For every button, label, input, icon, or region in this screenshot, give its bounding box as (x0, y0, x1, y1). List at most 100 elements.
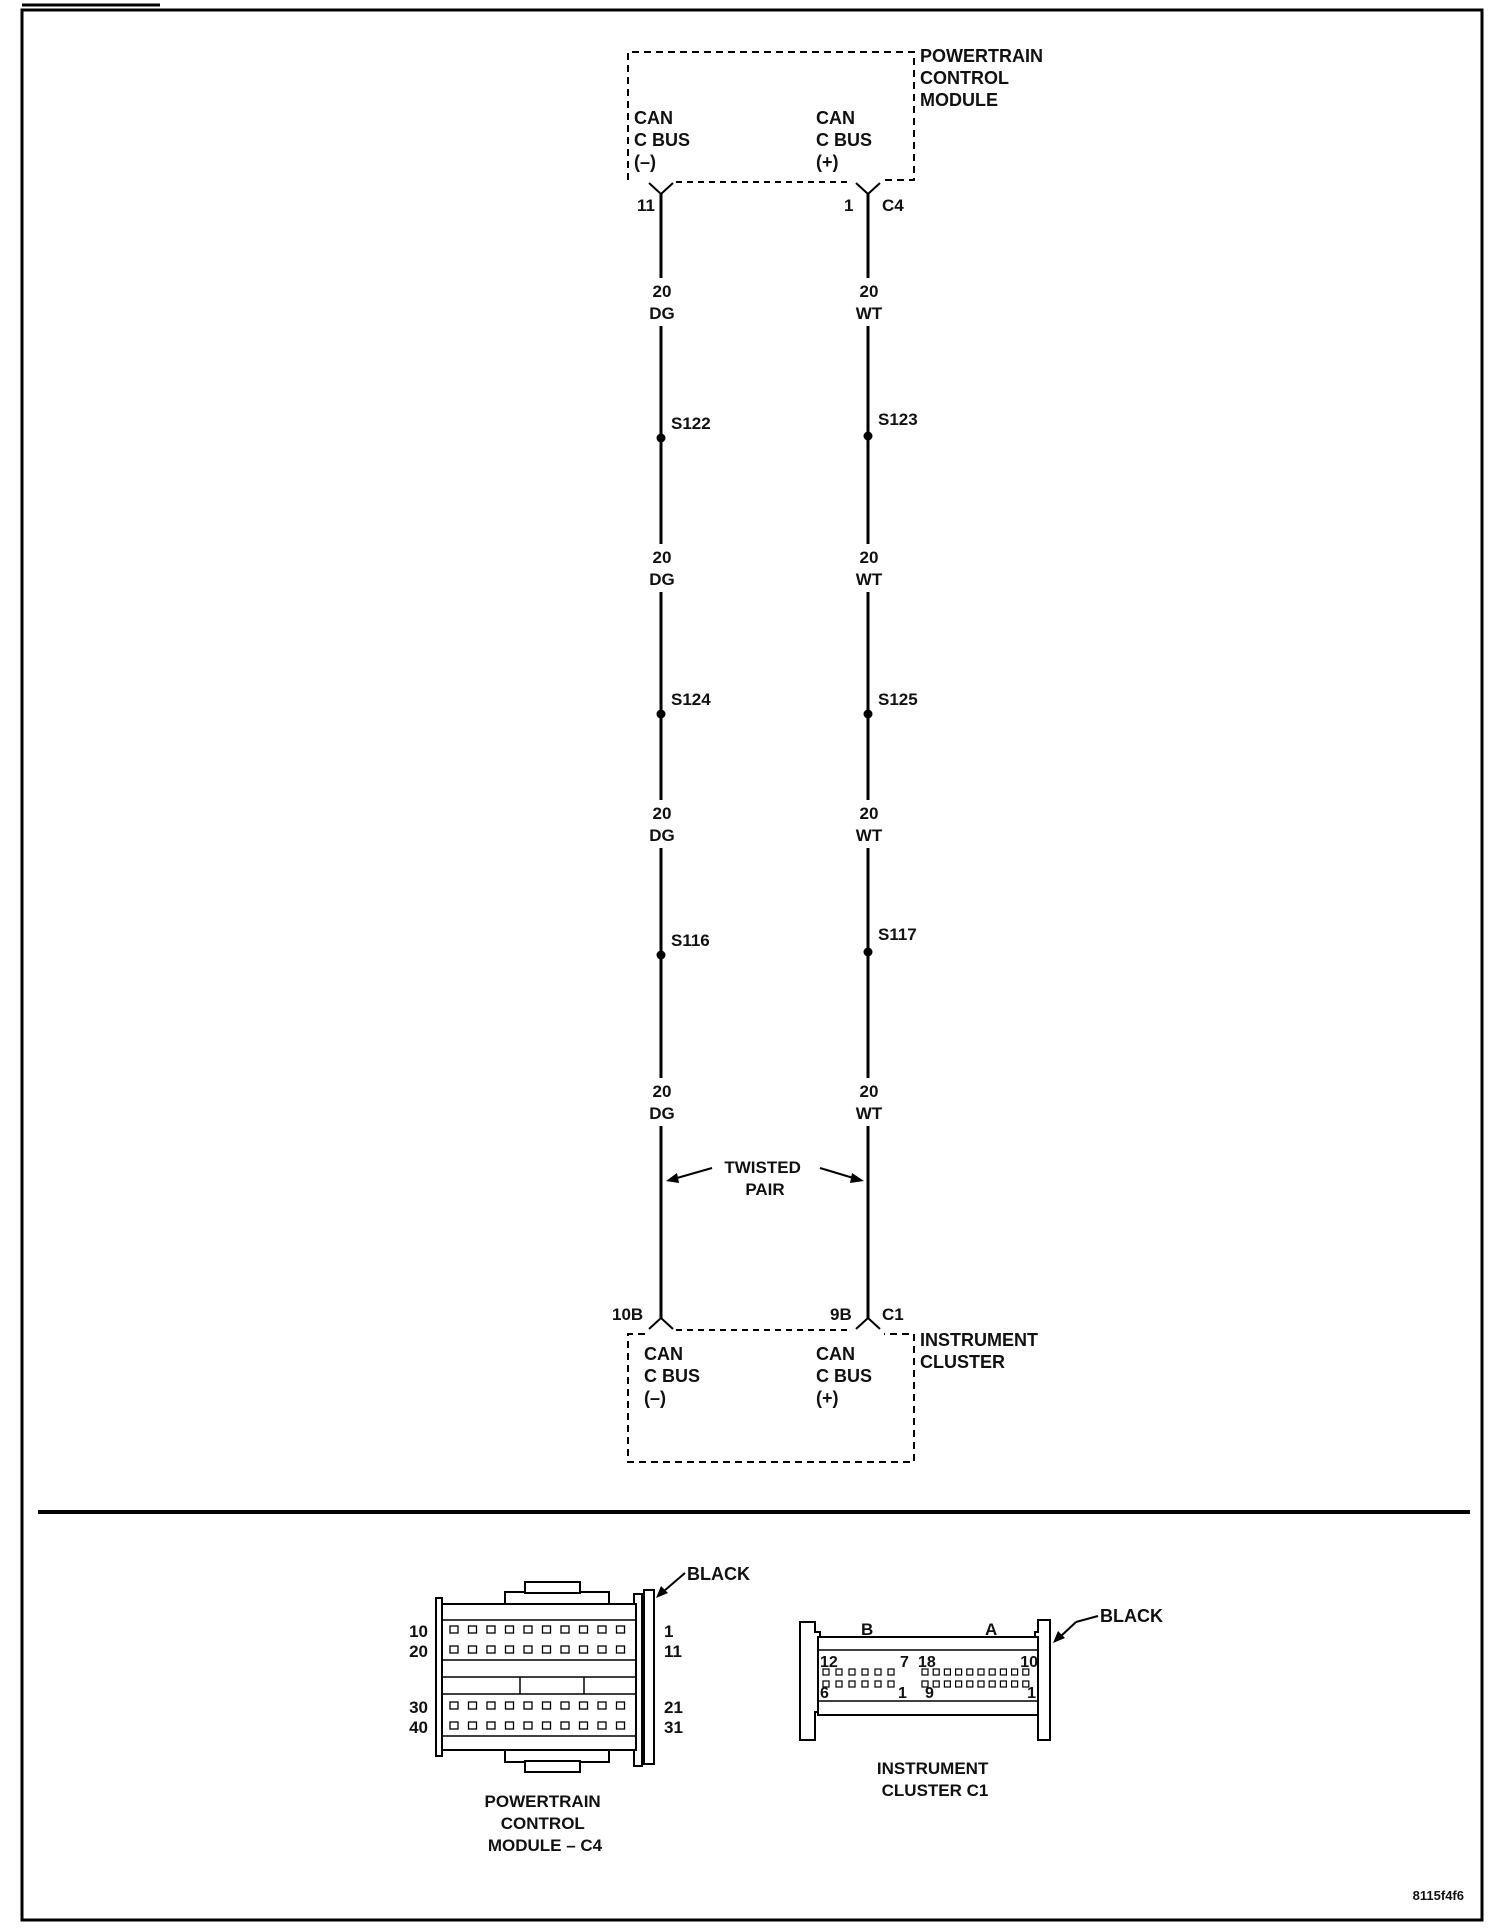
connector-pin (1010, 1680, 1019, 1688)
pcm-module: POWERTRAIN CONTROL MODULE CAN C BUS (–) … (627, 46, 1043, 215)
splice-label: S124 (671, 690, 711, 709)
pcm-terminal-minus (648, 182, 674, 196)
cluster-connector-color: BLACK (1100, 1606, 1163, 1626)
connector-pin (999, 1680, 1008, 1688)
connector-pin (874, 1668, 882, 1676)
connector-pin (977, 1668, 985, 1676)
cluster-pin-label: 1 (1027, 1685, 1036, 1702)
connector-pin (541, 1721, 552, 1730)
arrowhead-right (850, 1173, 864, 1183)
connector-pin (467, 1721, 478, 1730)
connector-pin (486, 1701, 496, 1710)
cluster-can-minus-label: CAN C BUS (–) (644, 1344, 705, 1408)
connector-pin (597, 1625, 607, 1634)
connector-pin (578, 1701, 589, 1710)
connector-pin (504, 1701, 515, 1710)
connector-pin (597, 1701, 607, 1710)
connector-pin (486, 1645, 496, 1654)
wire-gauge: 20 (653, 1082, 672, 1101)
pcm-row-labels-left: 10 20 30 40 (409, 1622, 428, 1737)
connector-pin (966, 1668, 974, 1676)
connector-pin (578, 1625, 589, 1634)
wire-color: DG (649, 570, 675, 589)
pcm-color-callout-line (663, 1572, 686, 1592)
connector-pin (523, 1645, 533, 1654)
cluster-pin-label: 12 (820, 1654, 838, 1671)
connector-pin (1022, 1680, 1030, 1688)
connector-pin (615, 1701, 626, 1710)
cluster-pin-plus: 9B (830, 1305, 852, 1324)
splices: S122 S124 S116 S123 S125 S117 (656, 410, 918, 960)
connector-pin (467, 1645, 478, 1654)
pcm-c4-connector-view: 10 20 30 40 1 11 21 31 BLACK POWERTRAIN … (409, 1564, 750, 1855)
wire-gauge: 20 (860, 282, 879, 301)
connector-pin (954, 1680, 963, 1688)
splice-label: S125 (878, 690, 918, 709)
connector-pin (597, 1645, 607, 1654)
connector-pin (835, 1680, 843, 1688)
svg-text:10: 10 (409, 1622, 428, 1641)
wire-label-breaks (646, 278, 885, 1126)
connector-pin (467, 1701, 478, 1710)
connector-pin (467, 1625, 478, 1634)
connector-pin (541, 1701, 552, 1710)
cluster-section-b: B (861, 1620, 873, 1639)
connector-pin (541, 1645, 552, 1654)
cluster-pin-label: 6 (820, 1685, 829, 1702)
connector-pin (449, 1625, 459, 1634)
wire-color: WT (856, 570, 883, 589)
connector-pin (861, 1668, 869, 1676)
page-frame (20, 8, 1484, 1922)
connector-pin (615, 1625, 626, 1634)
connector-pin (848, 1680, 856, 1688)
connector-pin (449, 1645, 459, 1654)
pcm-callout-arrowhead (656, 1586, 668, 1598)
connector-pin (449, 1701, 459, 1710)
svg-text:30: 30 (409, 1698, 428, 1717)
wire-color: WT (856, 1104, 883, 1123)
connector-pin (835, 1668, 843, 1676)
instrument-cluster: 10B 9B C1 INSTRUMENT CLUSTER CAN C BUS (… (612, 1305, 1038, 1463)
wire-gauge: 20 (860, 548, 879, 567)
connector-pin (541, 1625, 552, 1634)
figure-id: 8115f4f6 (1413, 1888, 1464, 1903)
pcm-pin-plus: 1 (844, 196, 853, 215)
cluster-pin-label: 10 (1020, 1654, 1038, 1671)
cluster-connector-body (817, 1636, 1039, 1716)
arrowhead-left (666, 1173, 679, 1183)
svg-text:11: 11 (664, 1642, 682, 1661)
twisted-pair-annotation: TWISTED PAIR (666, 1158, 864, 1199)
wire-labels-wt: 20 WT 20 WT 20 WT 20 WT (856, 282, 883, 1123)
cluster-pin-label: 9 (925, 1685, 934, 1702)
pcm-module-box (627, 51, 915, 181)
wire-labels-dg: 20 DG 20 DG 20 DG 20 DG (649, 282, 675, 1123)
splice-dot (656, 709, 666, 719)
connector-pin (615, 1645, 626, 1654)
connector-pin (560, 1645, 570, 1654)
cluster-pin-label: 1 (898, 1685, 907, 1702)
cluster-callout-arrowhead (1053, 1631, 1065, 1643)
wire-gauge: 20 (860, 804, 879, 823)
wire-color: WT (856, 304, 883, 323)
connector-pin (615, 1721, 626, 1730)
cluster-connector-id: C1 (882, 1305, 904, 1324)
splice-dot (656, 433, 666, 443)
connector-pin (560, 1625, 570, 1634)
connector-pin (932, 1668, 940, 1676)
connector-pin (578, 1721, 589, 1730)
connector-pin (486, 1625, 496, 1634)
connector-pin (921, 1668, 929, 1676)
connector-pin (523, 1701, 533, 1710)
connector-pin (597, 1721, 607, 1730)
pcm-can-minus-label: CAN C BUS (–) (634, 108, 695, 172)
connector-pin (848, 1668, 856, 1676)
connector-pin (449, 1721, 459, 1730)
connector-pin (1010, 1668, 1019, 1676)
cluster-connector-pins (822, 1668, 1030, 1688)
cluster-pin-minus: 10B (612, 1305, 643, 1324)
wire-gauge: 20 (653, 548, 672, 567)
splice-dot (863, 947, 873, 957)
connector-pin (523, 1625, 533, 1634)
pcm-connector-pins (449, 1625, 626, 1730)
